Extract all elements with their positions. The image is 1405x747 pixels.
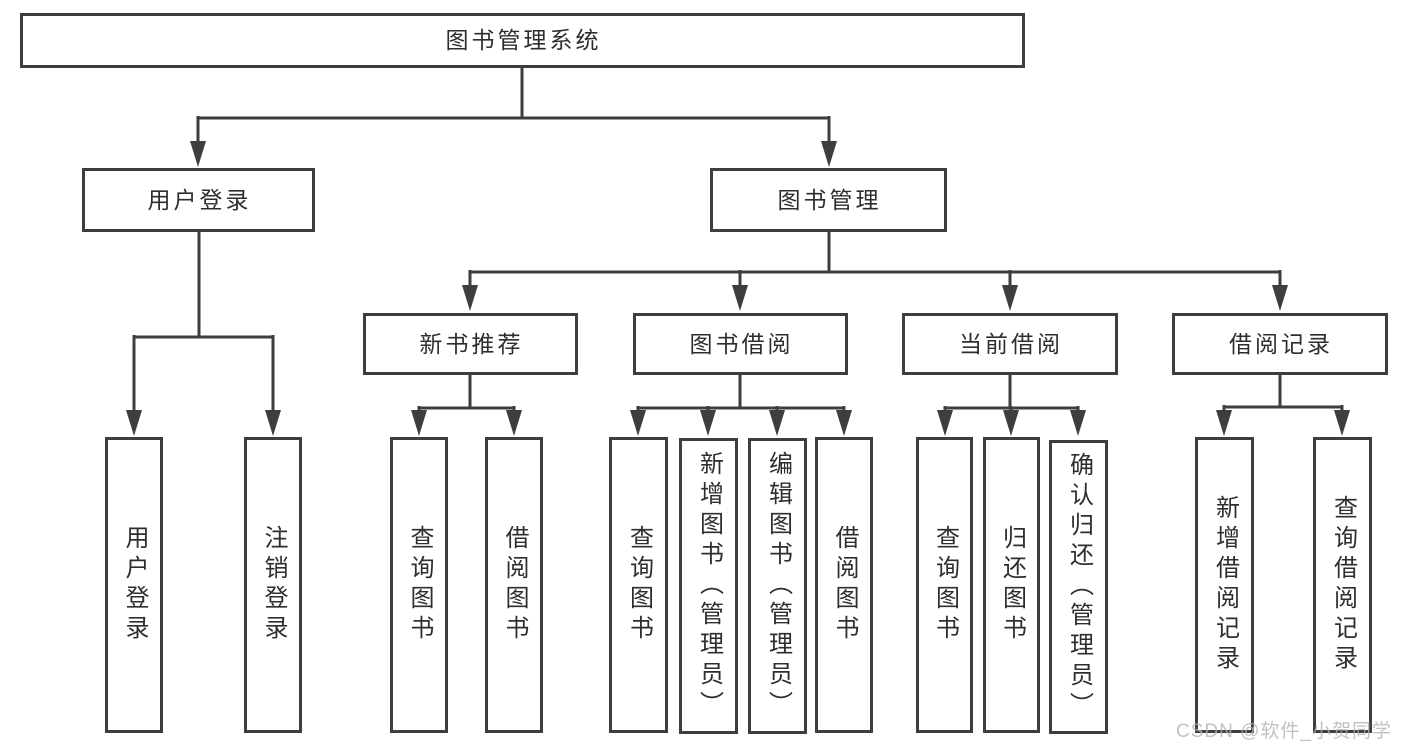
- node-label: 借阅图书: [831, 525, 858, 645]
- node-user-login: 用户登录: [82, 168, 315, 232]
- leaf-current-confirm-return-admin: 确认归还（管理员）: [1049, 440, 1108, 734]
- node-library-management-system: 图书管理系统: [20, 13, 1025, 68]
- node-label: 查询图书: [625, 525, 653, 645]
- node-label: 确认归还（管理员）: [1065, 452, 1093, 722]
- node-label: 借阅图书: [501, 525, 528, 645]
- node-label: 用户登录: [121, 525, 148, 645]
- node-label: 新增图书（管理员）: [695, 451, 723, 721]
- node-label: 归还图书: [998, 525, 1026, 645]
- leaf-recommend-query-books: 查询图书: [390, 437, 448, 733]
- connector-user-login-to-leaves: [126, 232, 281, 436]
- connector-current-borrowing-to-leaves: [937, 375, 1086, 436]
- connector-book-borrowing-to-leaves: [630, 375, 852, 436]
- node-label: 查询图书: [931, 525, 959, 645]
- leaf-borrowing-edit-books-admin: 编辑图书（管理员）: [748, 438, 807, 734]
- node-label: 注销登录: [260, 525, 287, 645]
- leaf-current-query-books: 查询图书: [916, 437, 973, 733]
- node-label: 图书管理系统: [445, 27, 602, 53]
- leaf-user-login: 用户登录: [105, 437, 163, 733]
- node-label: 图书管理: [777, 186, 882, 213]
- leaf-recommend-borrow-books: 借阅图书: [485, 437, 543, 733]
- leaf-records-query-record: 查询借阅记录: [1313, 437, 1372, 733]
- node-label: 新增借阅记录: [1211, 495, 1239, 675]
- watermark: CSDN @软件_小贺同学: [1176, 721, 1392, 742]
- leaf-borrowing-add-books-admin: 新增图书（管理员）: [679, 438, 738, 734]
- node-current-borrowing: 当前借阅: [902, 313, 1118, 375]
- leaf-logout: 注销登录: [244, 437, 302, 733]
- connector-root-to-level1: [190, 68, 837, 167]
- node-label: 当前借阅: [959, 330, 1063, 357]
- node-book-management: 图书管理: [710, 168, 947, 232]
- node-label: 图书借阅: [689, 330, 794, 357]
- leaf-current-return-books: 归还图书: [983, 437, 1040, 733]
- node-label: 查询图书: [406, 525, 433, 645]
- connector-borrowing-records-to-leaves: [1216, 375, 1350, 436]
- node-borrowing-records: 借阅记录: [1172, 313, 1388, 375]
- leaf-borrowing-borrow-books: 借阅图书: [815, 437, 873, 733]
- connector-new-book-recommend-to-leaves: [411, 375, 522, 436]
- leaf-borrowing-query-books: 查询图书: [609, 437, 668, 733]
- node-book-borrowing: 图书借阅: [633, 313, 848, 375]
- node-label: 借阅记录: [1229, 330, 1333, 357]
- connector-book-management-to-level2: [462, 232, 1288, 311]
- node-label: 用户登录: [147, 186, 252, 213]
- node-label: 编辑图书（管理员）: [764, 451, 792, 721]
- node-new-book-recommend: 新书推荐: [363, 313, 578, 375]
- node-label: 查询借阅记录: [1329, 495, 1357, 675]
- leaf-records-add-record: 新增借阅记录: [1195, 437, 1254, 733]
- node-label: 新书推荐: [419, 330, 524, 357]
